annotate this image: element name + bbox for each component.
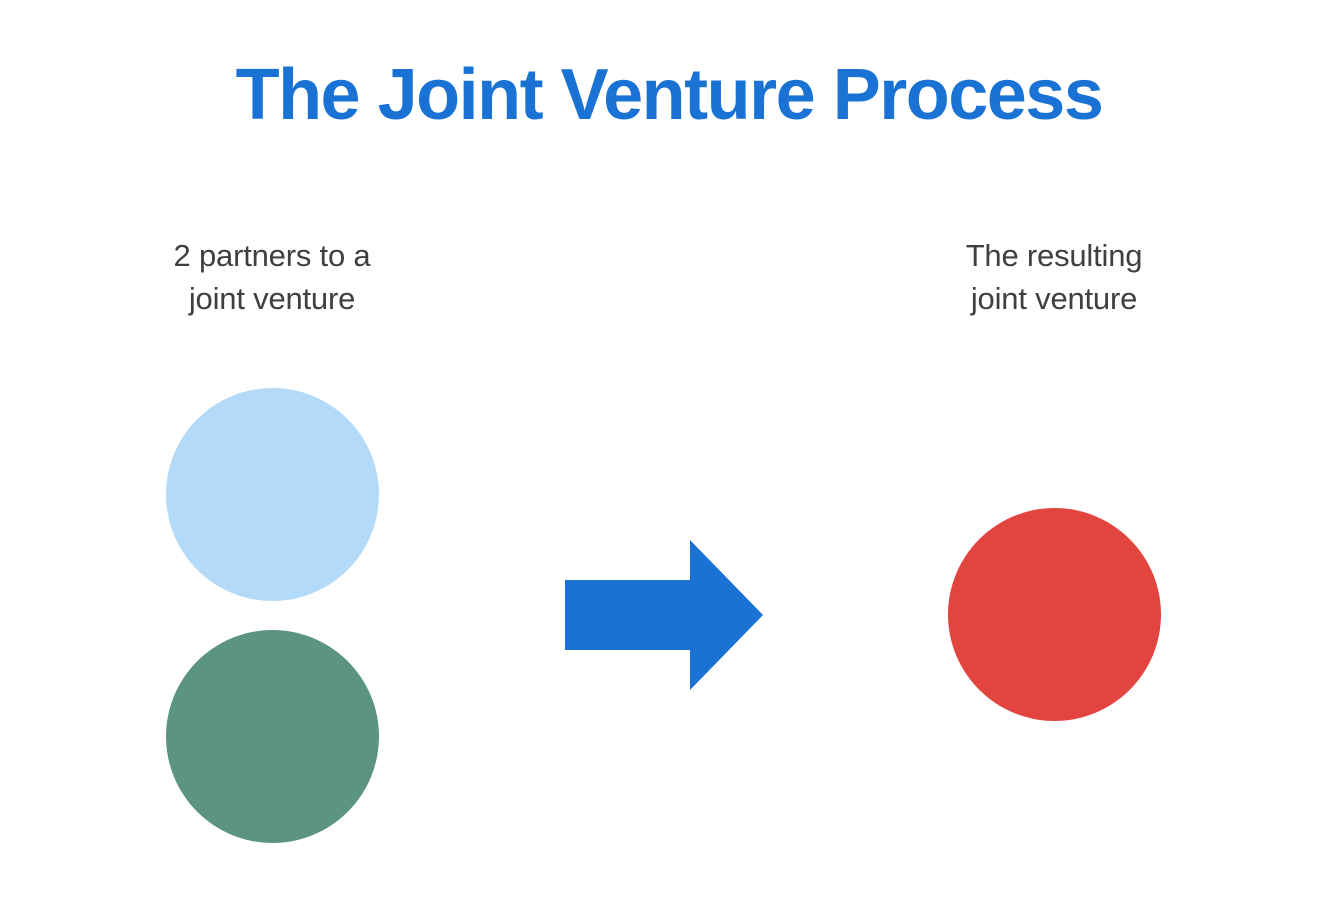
caption-resulting-jv: The resulting joint venture — [854, 234, 1254, 320]
partner-a-circle — [166, 388, 379, 601]
caption-resulting-jv-line1: The resulting — [965, 238, 1143, 273]
caption-partners-line2: joint venture — [188, 281, 356, 316]
caption-resulting-jv-line2: joint venture — [970, 281, 1138, 316]
partner-b-circle — [166, 630, 379, 843]
page-title: The Joint Venture Process — [235, 55, 1104, 135]
caption-partners: 2 partners to a joint venture — [72, 234, 472, 320]
right-arrow-icon — [560, 532, 768, 698]
joint-venture-circle — [948, 508, 1161, 721]
caption-partners-line1: 2 partners to a — [173, 238, 371, 273]
